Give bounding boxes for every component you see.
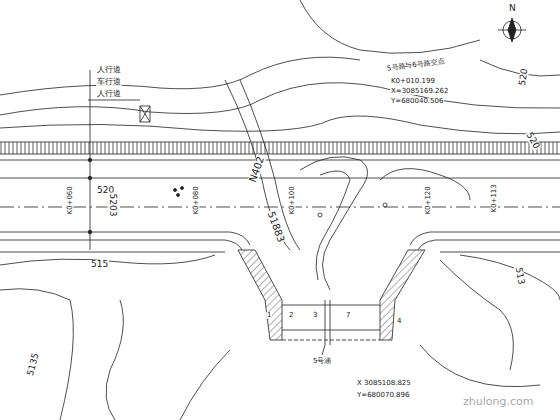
map-annotation: 车行道 [96, 78, 122, 86]
map-annotation: 2 [288, 312, 294, 319]
map-annotation: 515 [90, 260, 109, 269]
map-annotation: K0+120 [425, 185, 432, 215]
map-annotation: K0+100 [289, 185, 296, 215]
map-annotation: N402 [247, 154, 266, 184]
map-annotation: K0+010.199 [390, 78, 436, 85]
map-annotation: 5203 [108, 193, 117, 218]
map-annotation: 5号路与6号路交点 [386, 58, 446, 73]
map-annotation: 513 [514, 266, 526, 286]
map-annotation: K0+080 [193, 185, 200, 215]
map-annotation: 4 [396, 318, 402, 325]
map-annotation: 1 [266, 312, 272, 319]
map-annotation: 3 [312, 312, 318, 319]
map-annotation: 7 [345, 312, 351, 319]
map-annotation: X 3085108.825 [356, 380, 412, 387]
map-annotation: 人行道 [96, 66, 122, 74]
map-annotation: 520 [518, 67, 530, 87]
map-annotation: K0+060 [67, 185, 74, 215]
map-annotation: X=3085169.262 [390, 88, 449, 95]
map-annotation: K0+113 [491, 183, 498, 213]
map-annotation: 51883 [265, 209, 286, 244]
map-annotation: Y=680070.896 [356, 392, 410, 399]
watermark: zhulong.com [462, 396, 534, 407]
map-annotation: 5号涵 [312, 358, 332, 365]
map-annotation: 5135 [26, 351, 41, 377]
map-annotation: Y=680040.506 [390, 98, 444, 105]
map-annotation: N [508, 4, 517, 13]
map-annotation: 人行道 [96, 90, 122, 98]
